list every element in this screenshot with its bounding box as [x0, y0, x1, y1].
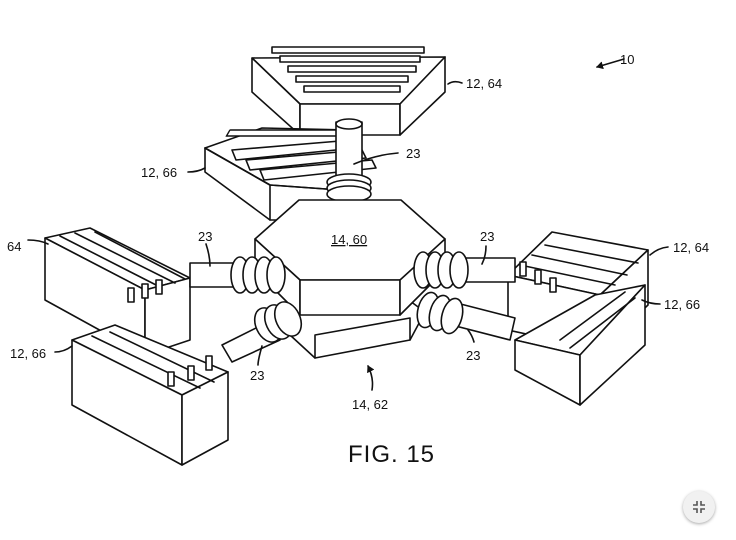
lower-right-module	[514, 284, 646, 406]
label-right-module: 12, 64	[673, 240, 709, 255]
exit-fullscreen-button[interactable]	[683, 491, 715, 523]
label-hub-bottom: 14, 62	[352, 397, 388, 412]
label-conn-left: 23	[198, 229, 212, 244]
lower-right-connector	[416, 291, 516, 341]
label-top-module: 12, 64	[466, 76, 502, 91]
label-conn-right: 23	[480, 229, 494, 244]
top-connector	[326, 118, 372, 203]
lower-left-connector	[221, 301, 303, 363]
label-lower-left-module: 12, 66	[10, 346, 46, 361]
label-conn-top: 23	[406, 146, 420, 161]
left-module	[44, 227, 191, 356]
leader-lines	[27, 58, 669, 391]
label-assembly: 10	[620, 52, 634, 67]
exit-fullscreen-icon	[693, 501, 705, 513]
right-connector	[413, 251, 516, 289]
label-lower-right-module: 12, 66	[664, 297, 700, 312]
figure-caption: FIG. 15	[348, 441, 435, 468]
label-upper-left-module: 12, 66	[141, 165, 177, 180]
left-connector	[189, 256, 286, 294]
label-hub-top: 14, 60	[331, 232, 367, 247]
label-conn-lower-left: 23	[250, 368, 264, 383]
top-module	[251, 46, 446, 136]
lower-left-module	[71, 324, 229, 466]
label-left-module: 64	[7, 239, 21, 254]
label-conn-lower-right: 23	[466, 348, 480, 363]
